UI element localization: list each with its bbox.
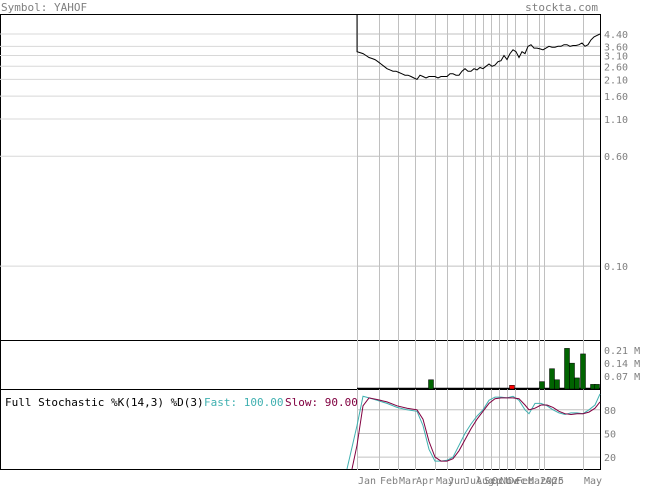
stoch-tick-label: 50 [604,429,616,440]
stoch-tick-label: 80 [604,406,616,417]
volume-bar [554,379,560,390]
volume-bar [549,368,555,390]
price-tick-label: 2.10 [604,75,628,86]
site-label: stockta.com [525,1,598,14]
x-tick-label: Dec [508,476,526,486]
volume-tick-label: 0.14 M [604,359,640,370]
volume-bar [428,379,434,390]
volume-bar [539,381,545,390]
price-tick-label: 0.60 [604,152,628,163]
stoch-panel-frame [0,389,601,470]
volume-tick-label: 0.21 M [604,346,640,357]
x-tick-label: Apr [545,476,563,486]
price-tick-label: 1.10 [604,115,628,126]
x-tick-label: Mar [399,476,417,486]
x-tick-label: Jul [464,476,482,486]
symbol-label: Symbol: YAHOF [1,1,87,14]
price-tick-label: 3.10 [604,52,628,63]
price-panel-frame [0,14,601,341]
stoch-tick-label: 20 [604,453,616,464]
volume-bar [574,377,580,390]
x-tick-label: Nov [500,476,518,486]
grid-layer [0,15,600,470]
price-tick-label: 0.10 [604,262,628,273]
volume-bar [594,384,600,390]
price-tick-label: 1.60 [604,92,628,103]
volume-bar [569,362,575,390]
x-tick-label: Jan [358,476,376,486]
stoch-slow-line [351,397,601,470]
stoch-fast-label: Fast: 100.00 [204,396,283,409]
x-tick-label: 2025 [540,476,564,486]
volume-bar [580,353,586,390]
x-tick-label: Feb [516,476,534,486]
volume-bar [509,385,515,390]
axis-layer: 4.403.603.102.60 2.10 1.60 1.10 0.60 0.10 0.21… [358,30,640,486]
stoch-title: Full Stochastic %K(14,3) %D(3) [5,396,204,409]
stoch-slow-label: Slow: 90.00 [285,396,358,409]
x-tick-label: Oct [492,476,510,486]
x-tick-label: May [584,476,602,486]
x-tick-label: Aug [476,476,494,486]
volume-panel-frame [0,340,601,390]
price-tick-label: 3.60 [604,42,628,53]
x-tick-label: Feb [380,476,398,486]
x-tick-label: Mar [528,476,546,486]
volume-layer [357,348,600,390]
x-tick-label: Sep [484,476,502,486]
price-tick-label: 2.60 [604,62,628,73]
price-layer [356,14,601,81]
price-tick-label: 4.40 [604,30,628,41]
stoch-fast-line [346,393,601,470]
x-tick-label: Apr [416,476,434,486]
price-series-line [356,14,601,81]
volume-bar [564,348,570,390]
stoch-layer [346,393,601,470]
x-tick-label: Jun [448,476,466,486]
x-tick-label: May [436,476,454,486]
volume-tick-label: 0.07 M [604,372,640,383]
